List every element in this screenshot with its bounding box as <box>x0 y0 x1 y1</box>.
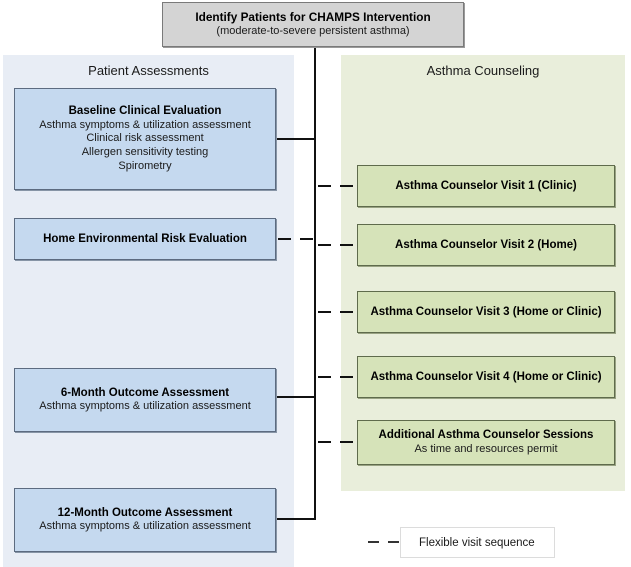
panel-title-asthma-counseling: Asthma Counseling <box>426 63 540 78</box>
connector-home-env-dashed <box>278 238 316 240</box>
node-counselor-visit-4-title: Asthma Counselor Visit 4 (Home or Clinic… <box>370 370 602 383</box>
legend-flexible-visit-sequence: Flexible visit sequence <box>400 527 555 558</box>
node-12-month-outcome-assessment[interactable]: 12-Month Outcome Assessment Asthma sympt… <box>14 488 276 552</box>
node-identify-patients-subtitle: (moderate-to-severe persistent asthma) <box>216 25 410 37</box>
connector-visit3-dashed <box>318 311 358 313</box>
node-6-month-outcome-assessment[interactable]: 6-Month Outcome Assessment Asthma sympto… <box>14 368 276 432</box>
connector-visit4-dashed <box>318 376 358 378</box>
node-baseline-line-3: Allergen sensitivity testing <box>81 146 209 159</box>
connector-12month-branch <box>276 518 316 520</box>
node-identify-patients[interactable]: Identify Patients for CHAMPS Interventio… <box>162 2 464 47</box>
panel-title-patient-assessments: Patient Assessments <box>88 63 209 78</box>
node-counselor-visit-3[interactable]: Asthma Counselor Visit 3 (Home or Clinic… <box>357 291 615 333</box>
connector-visit1-dashed <box>318 185 358 187</box>
legend-dash-sample <box>368 541 426 543</box>
panel-asthma-counseling: Asthma Counseling <box>341 55 625 491</box>
connector-main-trunk <box>314 55 316 519</box>
node-baseline-title: Baseline Clinical Evaluation <box>68 105 222 118</box>
node-counselor-visit-2[interactable]: Asthma Counselor Visit 2 (Home) <box>357 224 615 266</box>
node-additional-sessions-line-1: As time and resources permit <box>414 442 558 455</box>
node-6-month-title: 6-Month Outcome Assessment <box>60 386 230 399</box>
node-additional-counselor-sessions[interactable]: Additional Asthma Counselor Sessions As … <box>357 420 615 465</box>
connector-baseline-branch <box>276 138 316 140</box>
node-baseline-line-4: Spirometry <box>118 160 172 173</box>
node-12-month-line-1: Asthma symptoms & utilization assessment <box>39 520 251 533</box>
connector-extra-sessions-dashed <box>318 441 358 443</box>
node-baseline-line-2: Clinical risk assessment <box>86 132 204 145</box>
node-counselor-visit-2-title: Asthma Counselor Visit 2 (Home) <box>395 238 577 251</box>
node-counselor-visit-4[interactable]: Asthma Counselor Visit 4 (Home or Clinic… <box>357 356 615 398</box>
node-counselor-visit-3-title: Asthma Counselor Visit 3 (Home or Clinic… <box>370 305 602 318</box>
node-6-month-line-1: Asthma symptoms & utilization assessment <box>39 400 251 413</box>
connector-visit2-dashed <box>318 244 358 246</box>
legend-label: Flexible visit sequence <box>419 536 535 549</box>
connector-6month-branch <box>276 396 316 398</box>
node-additional-sessions-title: Additional Asthma Counselor Sessions <box>378 429 594 442</box>
node-12-month-title: 12-Month Outcome Assessment <box>57 506 233 519</box>
node-home-environmental-title: Home Environmental Risk Evaluation <box>43 232 247 245</box>
node-identify-patients-title: Identify Patients for CHAMPS Interventio… <box>195 10 431 25</box>
node-baseline-line-1: Asthma symptoms & utilization assessment <box>39 118 251 131</box>
node-home-environmental-risk-evaluation[interactable]: Home Environmental Risk Evaluation <box>14 218 276 260</box>
node-counselor-visit-1-title: Asthma Counselor Visit 1 (Clinic) <box>395 179 577 192</box>
node-counselor-visit-1[interactable]: Asthma Counselor Visit 1 (Clinic) <box>357 165 615 207</box>
node-baseline-clinical-evaluation[interactable]: Baseline Clinical Evaluation Asthma symp… <box>14 88 276 190</box>
